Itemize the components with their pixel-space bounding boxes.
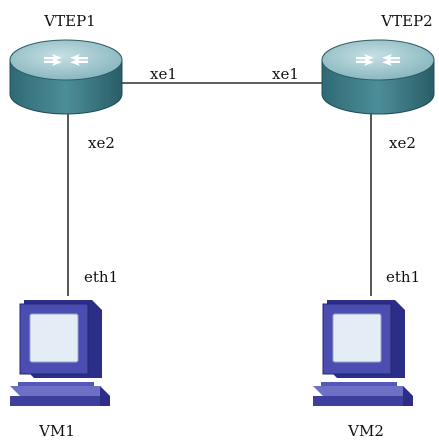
- vtep2-xe2-label: xe2: [389, 134, 416, 152]
- vm1-label: VM1: [38, 422, 75, 440]
- vtep2-label: VTEP2: [380, 12, 432, 30]
- vm1-workstation-icon[interactable]: [10, 300, 110, 406]
- vm2-label: VM2: [347, 422, 384, 440]
- vtep2-router-icon[interactable]: [321, 39, 435, 115]
- vtep1-label: VTEP1: [43, 12, 95, 30]
- vtep1-router-icon[interactable]: [9, 39, 123, 115]
- vtep1-xe1-label: xe1: [150, 65, 177, 83]
- vtep2-xe1-label: xe1: [272, 65, 299, 83]
- vm1-eth1-label: eth1: [84, 268, 118, 286]
- vtep1-xe2-label: xe2: [88, 134, 115, 152]
- vm2-workstation-icon[interactable]: [313, 300, 413, 406]
- vm2-eth1-label: eth1: [386, 268, 420, 286]
